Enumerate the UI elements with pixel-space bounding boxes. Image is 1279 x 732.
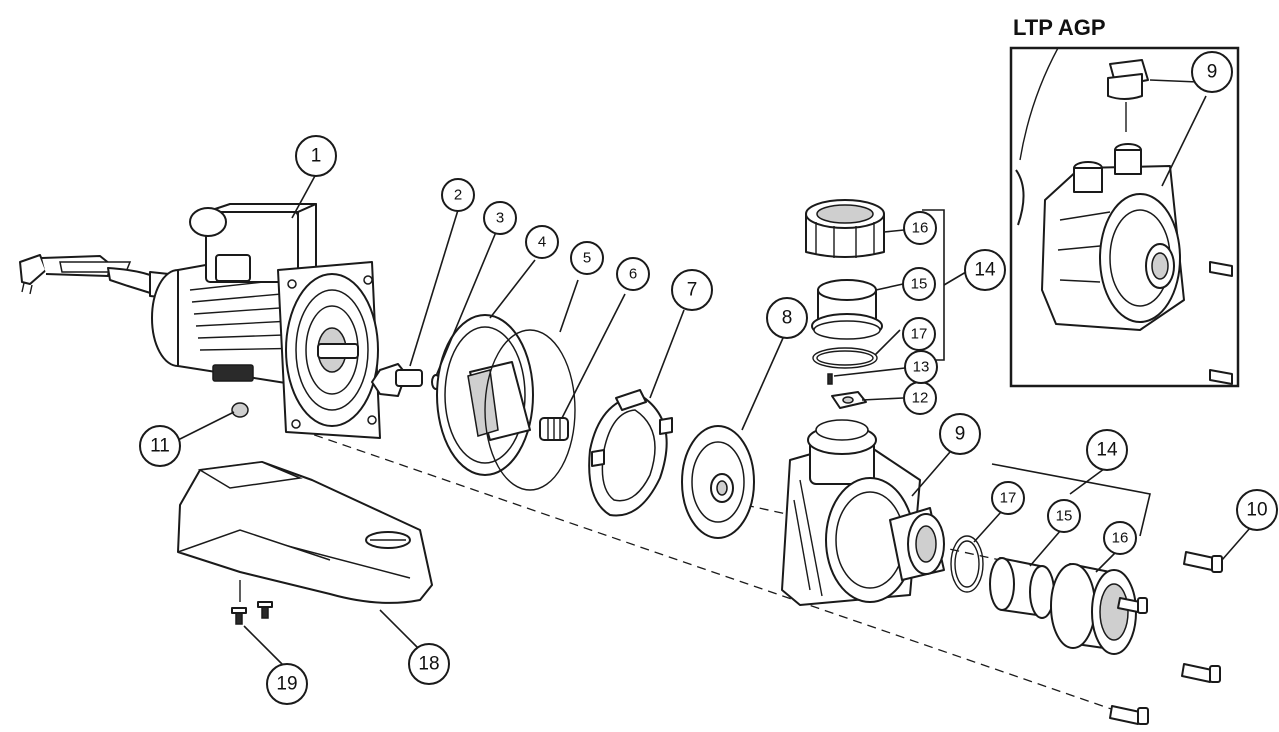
svg-text:13: 13 — [913, 359, 930, 376]
callout-4: 4 — [525, 225, 559, 259]
svg-text:7: 7 — [687, 280, 698, 301]
side-union-tail — [989, 557, 1055, 619]
seal-plate — [436, 314, 534, 476]
screw-13 — [827, 373, 833, 385]
top-union-nut — [805, 199, 885, 258]
callout-15-side: 15 — [1047, 499, 1081, 533]
svg-text:12: 12 — [912, 390, 929, 407]
callout-2: 2 — [441, 178, 475, 212]
inset-ltp-agp: LTP AGP — [1009, 15, 1240, 388]
side-union-o-ring — [950, 535, 984, 593]
svg-text:10: 10 — [1246, 500, 1267, 521]
svg-text:2: 2 — [454, 187, 462, 204]
callout-11: 11 — [139, 425, 181, 467]
svg-text:4: 4 — [538, 234, 546, 251]
callout-14-top: 14 — [964, 249, 1006, 291]
svg-text:3: 3 — [496, 210, 504, 227]
svg-text:9: 9 — [955, 424, 966, 445]
callout-5: 5 — [570, 241, 604, 275]
base-screw — [231, 580, 247, 625]
callout-9: 9 — [939, 413, 981, 455]
base-screw — [257, 601, 273, 619]
svg-text:15: 15 — [911, 276, 928, 293]
drain-nut — [231, 402, 249, 418]
svg-text:8: 8 — [782, 308, 793, 329]
svg-text:1: 1 — [311, 146, 322, 167]
inset-title: LTP AGP — [1013, 15, 1106, 40]
top-union-o-ring — [812, 347, 878, 369]
inset-pump-body — [1041, 143, 1185, 331]
callout-16-side: 16 — [1103, 521, 1137, 555]
side-union-nut — [1050, 563, 1137, 655]
mechanical-seal — [539, 417, 569, 441]
callout-7: 7 — [671, 269, 713, 311]
svg-text:14: 14 — [974, 260, 996, 281]
bolt — [1109, 705, 1149, 725]
top-union-tail — [811, 279, 883, 340]
svg-text:18: 18 — [418, 654, 439, 675]
seal-seat — [371, 363, 423, 397]
bolt — [1181, 663, 1221, 683]
svg-text:17: 17 — [911, 326, 928, 343]
callout-19: 19 — [266, 663, 308, 705]
svg-text:11: 11 — [150, 436, 170, 457]
svg-text:17: 17 — [1000, 490, 1017, 507]
motor — [151, 203, 381, 439]
callout-leaders — [177, 79, 1251, 665]
callout-15-top: 15 — [902, 267, 936, 301]
callout-12: 12 — [903, 381, 937, 415]
callout-16-top: 16 — [903, 211, 937, 245]
svg-text:9: 9 — [1207, 62, 1218, 83]
large-o-ring — [484, 329, 576, 491]
callout-9-inset: 9 — [1191, 51, 1233, 93]
inset-bolt — [1209, 369, 1233, 385]
callout-6: 6 — [616, 257, 650, 291]
callout-8: 8 — [766, 297, 808, 339]
bolt — [1183, 551, 1223, 573]
washer-12 — [831, 391, 867, 409]
callout-3: 3 — [483, 201, 517, 235]
callout-14-side: 14 — [1086, 429, 1128, 471]
bolt — [1117, 597, 1148, 614]
svg-text:5: 5 — [583, 250, 591, 267]
svg-text:19: 19 — [276, 674, 297, 695]
diffuser — [588, 389, 673, 517]
callout-17-side: 17 — [991, 481, 1025, 515]
svg-text:16: 16 — [1112, 530, 1129, 547]
callout-17-top: 17 — [902, 317, 936, 351]
svg-text:6: 6 — [629, 266, 637, 283]
inset-bolt — [1209, 261, 1233, 277]
callout-13: 13 — [904, 350, 938, 384]
svg-text:16: 16 — [912, 220, 929, 237]
svg-text:15: 15 — [1056, 508, 1073, 525]
inset-drain-plug — [1107, 59, 1149, 132]
pump-body — [781, 419, 945, 606]
svg-text:14: 14 — [1096, 440, 1118, 461]
impeller — [681, 425, 755, 539]
callout-18: 18 — [408, 643, 450, 685]
callout-1: 1 — [295, 135, 337, 177]
pump-base — [177, 461, 433, 604]
callout-10: 10 — [1236, 489, 1278, 531]
